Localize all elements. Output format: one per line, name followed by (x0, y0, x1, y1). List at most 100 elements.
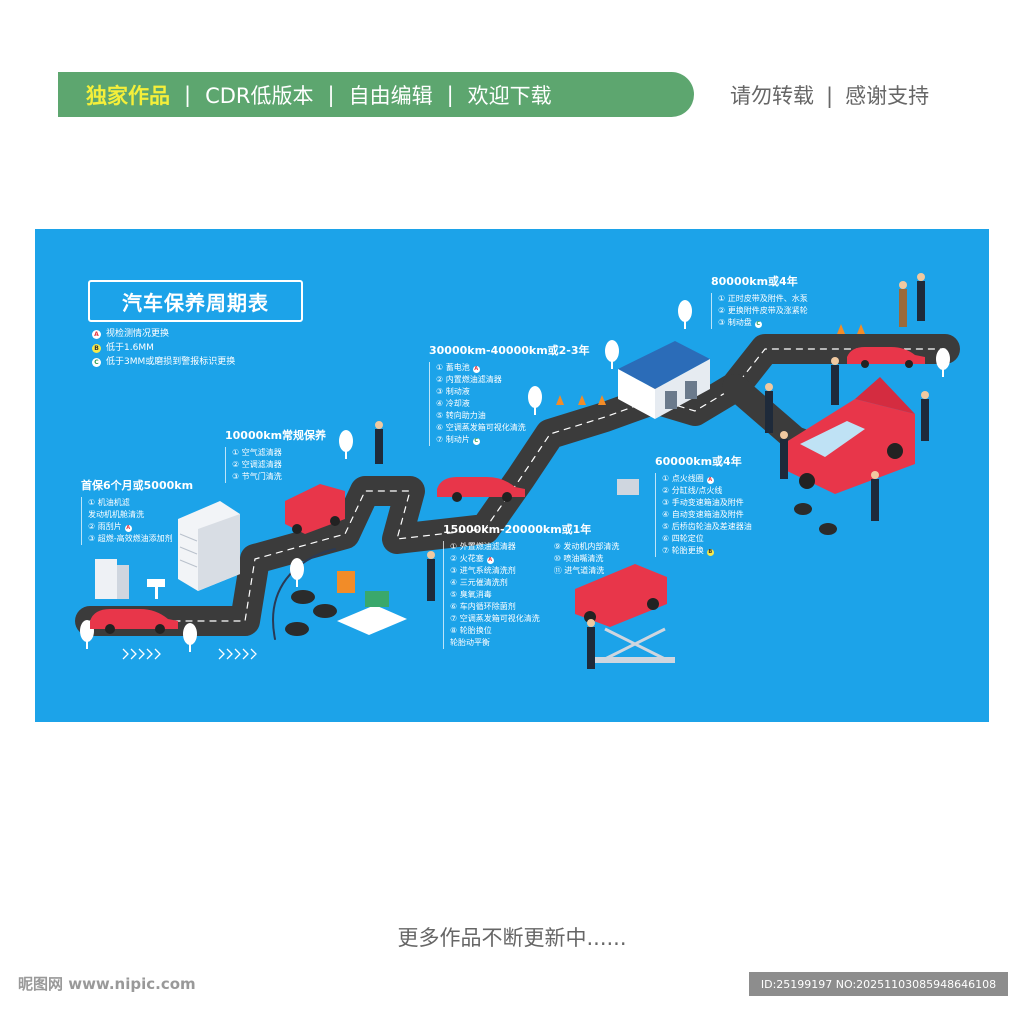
badge-c-icon: C (472, 438, 480, 445)
engine-part-icon (617, 479, 639, 495)
office-building-icon (178, 501, 240, 591)
oil-can-icon (337, 571, 355, 593)
stage-item: ④ 自动变速箱油及附件 (662, 510, 744, 519)
stage-heading: 30000km-40000km或2-3年 (429, 344, 590, 357)
note-no-repost: 请勿转载 (730, 84, 814, 108)
stage-item: ⑦ 空调蒸发箱可视化清洗 (450, 614, 540, 623)
stage-item: ② 空调滤清器 (232, 460, 282, 469)
red-car-icon (847, 347, 925, 368)
stage-10000km: 10000km常规保养 ① 空气滤清器 ② 空调滤清器 ③ 节气门清洗 (225, 427, 326, 483)
legend-item-b: B 低于1.6MM (92, 341, 235, 355)
stage-item: ① 空气滤清器 (232, 448, 282, 457)
arrow-chevrons (122, 648, 257, 660)
mechanic-icons (375, 273, 929, 669)
banner-separator: | (327, 82, 335, 107)
stage-80000km: 80000km或4年 ① 正时皮带及附件、水泵 ② 更换附件皮带及涨紧轮 ③ 制… (711, 273, 808, 329)
lifted-suv-icon (575, 564, 675, 663)
poster-title: 汽车保养周期表 (88, 280, 303, 322)
banner-exclusive: 独家作品 (86, 83, 170, 108)
stage-item: ② 分缸线/点火线 (662, 486, 723, 495)
banner-separator: | (184, 82, 192, 107)
stage-heading: 60000km或4年 (655, 455, 742, 468)
stage-item: ③ 超燃-高效燃油添加剂 (88, 534, 173, 543)
stage-item: ① 正时皮带及附件、水泵 (718, 294, 808, 303)
red-car-icon (90, 609, 178, 634)
legend: A 视检测情况更换 B 低于1.6MM C 低于3MM或磨损到警报标识更换 (92, 327, 235, 369)
stage-item: ⑧ 轮胎换位 (450, 626, 492, 635)
badge-a-icon: A (486, 557, 494, 564)
legend-text: 低于3MM或磨损到警报标识更换 (106, 357, 236, 367)
footer-more-works: 更多作品不断更新中...... (397, 926, 627, 950)
watermark-site: 昵图网 www.nipic.com (18, 975, 196, 993)
service-station-icon (618, 341, 710, 419)
badge-b-icon: B (706, 549, 714, 556)
stage-heading: 15000km-20000km或1年 (443, 523, 592, 536)
stage-item: ⑤ 臭氧消毒 (450, 590, 492, 599)
stage-item: ④ 冷却液 (436, 399, 470, 408)
signboard-icon (147, 579, 165, 599)
red-car-icon (437, 477, 525, 502)
stage-heading: 80000km或4年 (711, 275, 798, 288)
stage-heading: 首保6个月或5000km (81, 479, 194, 492)
watermark-id: ID:25199197 NO:20251103085948646108 (749, 972, 1008, 996)
badge-b-icon: B (92, 343, 101, 353)
badge-a-icon: A (92, 329, 101, 339)
note-thanks: 感谢支持 (845, 84, 930, 108)
banner-item-edit: 自由编辑 (348, 83, 433, 108)
stage-heading: 10000km常规保养 (225, 429, 327, 442)
red-suv-icon (285, 484, 345, 534)
banner-item-cdr: CDR低版本 (205, 83, 314, 108)
legend-item-c: C 低于3MM或磨损到警报标识更换 (92, 355, 235, 369)
stage-item: 轮胎动平衡 (450, 638, 490, 647)
badge-c-icon: C (92, 357, 101, 367)
legend-item-a: A 视检测情况更换 (92, 327, 235, 341)
stage-item: ⑪ 进气道清洗 (553, 566, 605, 575)
note-separator: | (826, 84, 834, 108)
stage-item: ⑥ 四轮定位 (662, 534, 704, 543)
stage-item: ⑨ 发动机内部清洗 (553, 542, 620, 551)
legend-text: 视检测情况更换 (106, 329, 170, 339)
stage-item: ③ 节气门清洗 (232, 472, 282, 481)
stage-item: 发动机机舱清洗 (88, 510, 144, 519)
workbench-icon (337, 591, 407, 635)
badge-a-icon: A (706, 477, 714, 484)
stage-item: ⑤ 转向助力油 (436, 411, 486, 420)
legend-text: 低于1.6MM (106, 343, 154, 353)
badge-a-icon: A (124, 525, 132, 532)
stage-item: ⑤ 后桥齿轮油及差速器油 (662, 522, 752, 531)
traffic-cone-icons (556, 324, 865, 405)
stage-item: ① 外置燃油滤清器 (450, 542, 516, 551)
tire-icons (285, 503, 837, 636)
stage-item: ③ 进气系统清洗剂 (450, 566, 516, 575)
fridge-icon (95, 559, 129, 599)
banner-separator: | (446, 82, 454, 107)
stage-item: ③ 手动变速箱油及附件 (662, 498, 744, 507)
stage-item: ⑥ 车内循环除菌剂 (450, 602, 516, 611)
repair-car-icon (783, 377, 915, 494)
stage-item: ⑩ 喷油嘴清洗 (553, 554, 604, 563)
stage-item: ④ 三元催清洗剂 (450, 578, 508, 587)
stage-item: ② 内置燃油滤清器 (436, 375, 502, 384)
stage-item: ③ 制动液 (436, 387, 470, 396)
stage-item: ⑥ 空调蒸发箱可视化清洗 (436, 423, 526, 432)
stage-item: ① 机油机滤 (88, 498, 130, 507)
top-right-note: 请勿转载 | 感谢支持 (730, 80, 929, 110)
badge-a-icon: A (472, 366, 480, 373)
badge-c-icon: C (754, 321, 762, 328)
stage-item: ② 更换附件皮带及涨紧轮 (718, 306, 808, 315)
poster-illustration (75, 273, 960, 669)
top-banner: 独家作品 | CDR低版本 | 自由编辑 | 欢迎下载 (58, 72, 694, 117)
banner-item-download: 欢迎下载 (467, 83, 552, 108)
maintenance-poster: 汽车保养周期表 A 视检测情况更换 B 低于1.6MM C 低于3MM或磨损到警报标识… (35, 229, 989, 722)
